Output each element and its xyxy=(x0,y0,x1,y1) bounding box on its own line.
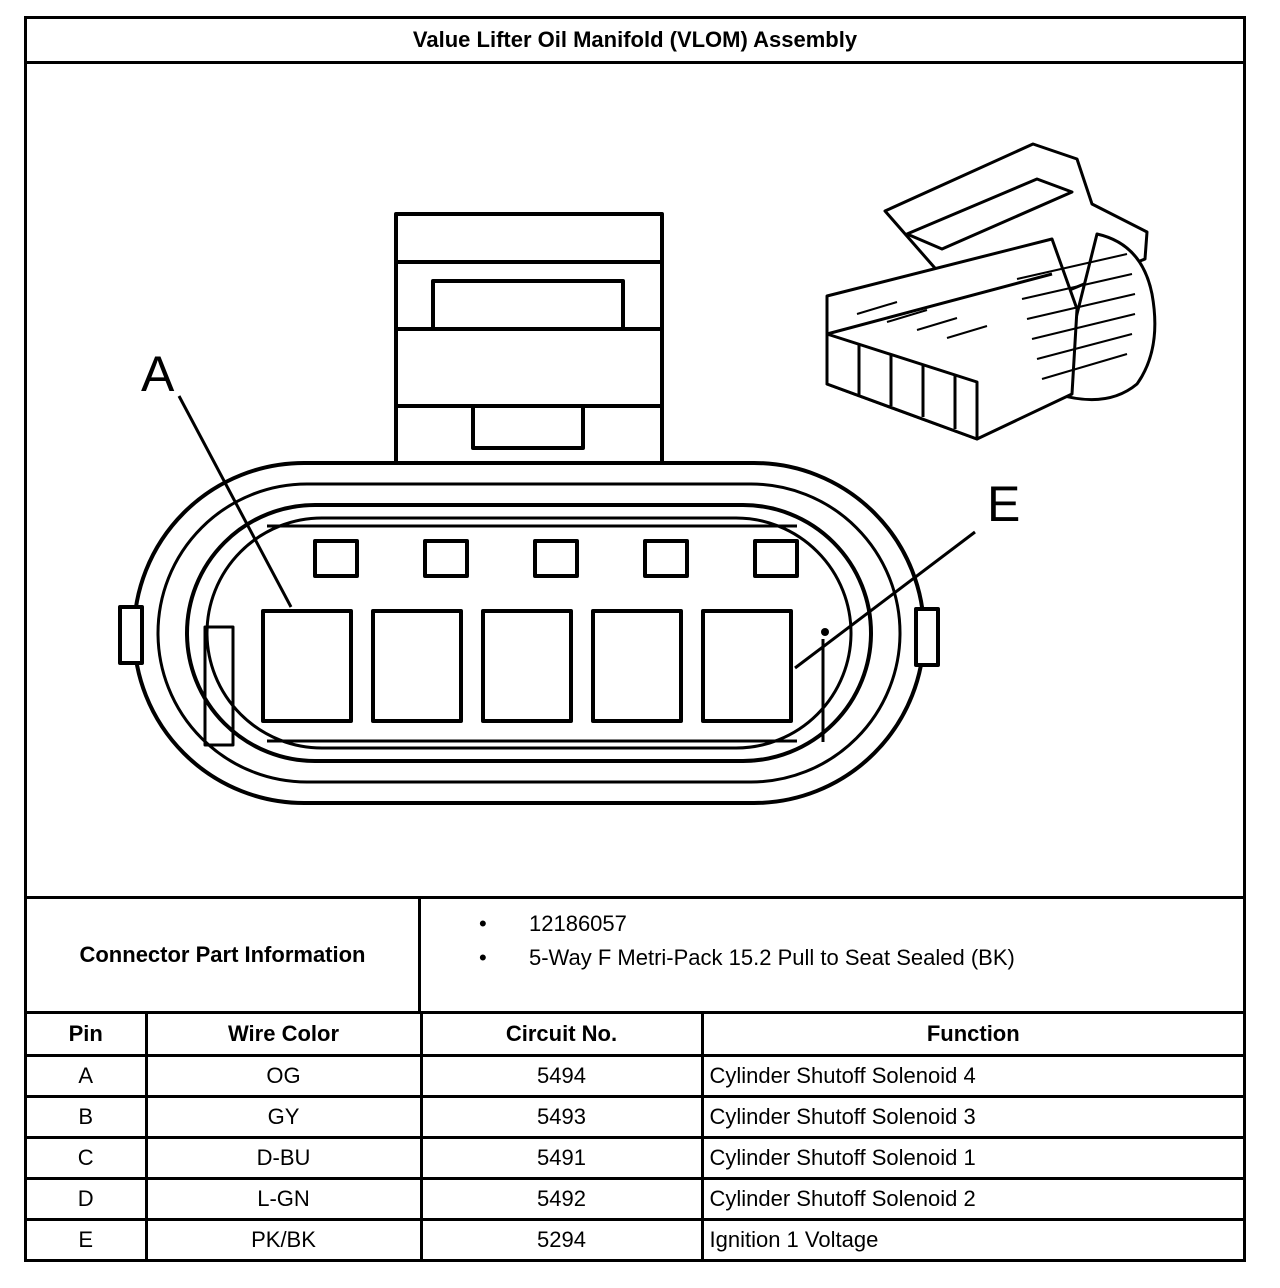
part-description-item: 5-Way F Metri-Pack 15.2 Pull to Seat Sea… xyxy=(421,941,1243,975)
header-pin: Pin xyxy=(27,1014,146,1057)
wire-color-cell: L-GN xyxy=(144,1178,421,1221)
callout-e: E xyxy=(987,476,1020,532)
connector-sheet: Value Lifter Oil Manifold (VLOM) Assembl… xyxy=(24,16,1246,1262)
left-side-ear xyxy=(118,605,144,665)
terminal-tab-a xyxy=(313,539,359,578)
wire-color-cell: PK/BK xyxy=(144,1219,421,1260)
table-row: C D-BU 5491 Cylinder Shutoff Solenoid 1 xyxy=(27,1137,1243,1180)
function-cell: Cylinder Shutoff Solenoid 2 xyxy=(700,1178,1243,1221)
terminal-tab-c xyxy=(533,539,579,578)
latch-tab xyxy=(471,404,585,450)
connector-3d-face xyxy=(825,332,979,441)
latch-window xyxy=(431,279,625,331)
sheet-title: Value Lifter Oil Manifold (VLOM) Assembl… xyxy=(27,19,1243,64)
circuit-cell: 5494 xyxy=(419,1055,702,1098)
wire-color-cell: D-BU xyxy=(144,1137,421,1180)
connector-inner-ring xyxy=(205,516,853,750)
pin-cell: E xyxy=(78,1227,94,1253)
pin-cell: B xyxy=(27,1096,146,1139)
connector-3d-upper-ridge xyxy=(905,177,1074,251)
pin-cell: A xyxy=(27,1055,146,1098)
connector-3d-ribs xyxy=(1016,253,1136,380)
leader-line-a xyxy=(177,395,293,608)
left-inner-key xyxy=(203,625,235,747)
connector-3d-wire-exit xyxy=(1055,232,1157,402)
connector-diagram: A E xyxy=(27,64,1243,896)
leader-line-e xyxy=(794,530,976,670)
circuit-cell: 5492 xyxy=(419,1178,702,1221)
part-info-label: Connector Part Information xyxy=(27,899,421,1011)
callout-a: A xyxy=(141,346,175,402)
table-row: D L-GN 5492 Cylinder Shutoff Solenoid 2 xyxy=(27,1178,1243,1221)
connector-part-info: Connector Part Information 12186057 5-Wa… xyxy=(27,896,1243,1014)
pin-cell: D xyxy=(27,1178,146,1221)
table-row: B GY 5493 Cylinder Shutoff Solenoid 3 xyxy=(27,1096,1243,1139)
connector-3d-illustration xyxy=(825,142,1157,441)
circuit-cell: 5491 xyxy=(419,1137,702,1180)
table-row: E PK/BK 5294 Ignition 1 Voltage xyxy=(27,1219,1243,1260)
terminal-tab-e xyxy=(753,539,799,578)
latch-housing xyxy=(394,212,664,468)
header-circuit-no: Circuit No. xyxy=(419,1014,702,1057)
header-wire-color: Wire Color xyxy=(144,1014,421,1057)
function-cell: Ignition 1 Voltage xyxy=(700,1219,1243,1260)
connector-3d-top-edge xyxy=(826,272,1053,336)
terminal-tab-b xyxy=(423,539,469,578)
pinout-table: Pin Wire Color Circuit No. Function A OG… xyxy=(27,1014,1243,1260)
table-header-row: Pin Wire Color Circuit No. Function xyxy=(27,1014,1243,1057)
terminal-tab-d xyxy=(643,539,689,578)
wire-color-cell: OG xyxy=(144,1055,421,1098)
cavity-e xyxy=(701,609,793,723)
wire-color-cell: GY xyxy=(144,1096,421,1139)
cavity-a xyxy=(261,609,353,723)
function-cell: Cylinder Shutoff Solenoid 4 xyxy=(700,1055,1243,1098)
table-row: A OG 5494 Cylinder Shutoff Solenoid 4 xyxy=(27,1055,1243,1098)
cavity-d xyxy=(591,609,683,723)
circuit-cell: 5294 xyxy=(419,1219,702,1260)
connector-mid-shell xyxy=(156,482,902,784)
function-cell: Cylinder Shutoff Solenoid 1 xyxy=(700,1137,1243,1180)
pin-e-dot xyxy=(821,628,829,636)
cavity-b xyxy=(371,609,463,723)
pin-cell: C xyxy=(27,1137,146,1180)
function-cell: Cylinder Shutoff Solenoid 3 xyxy=(700,1096,1243,1139)
part-info-list: 12186057 5-Way F Metri-Pack 15.2 Pull to… xyxy=(421,907,1243,975)
circuit-cell: 5493 xyxy=(419,1096,702,1139)
connector-seal-ring xyxy=(185,503,873,763)
right-side-ear xyxy=(914,607,940,667)
header-function: Function xyxy=(700,1014,1243,1057)
cavity-c xyxy=(481,609,573,723)
connector-face-drawing: A E xyxy=(118,142,1157,805)
part-number-item: 12186057 xyxy=(421,907,1243,941)
connector-3d-pins xyxy=(856,301,988,339)
